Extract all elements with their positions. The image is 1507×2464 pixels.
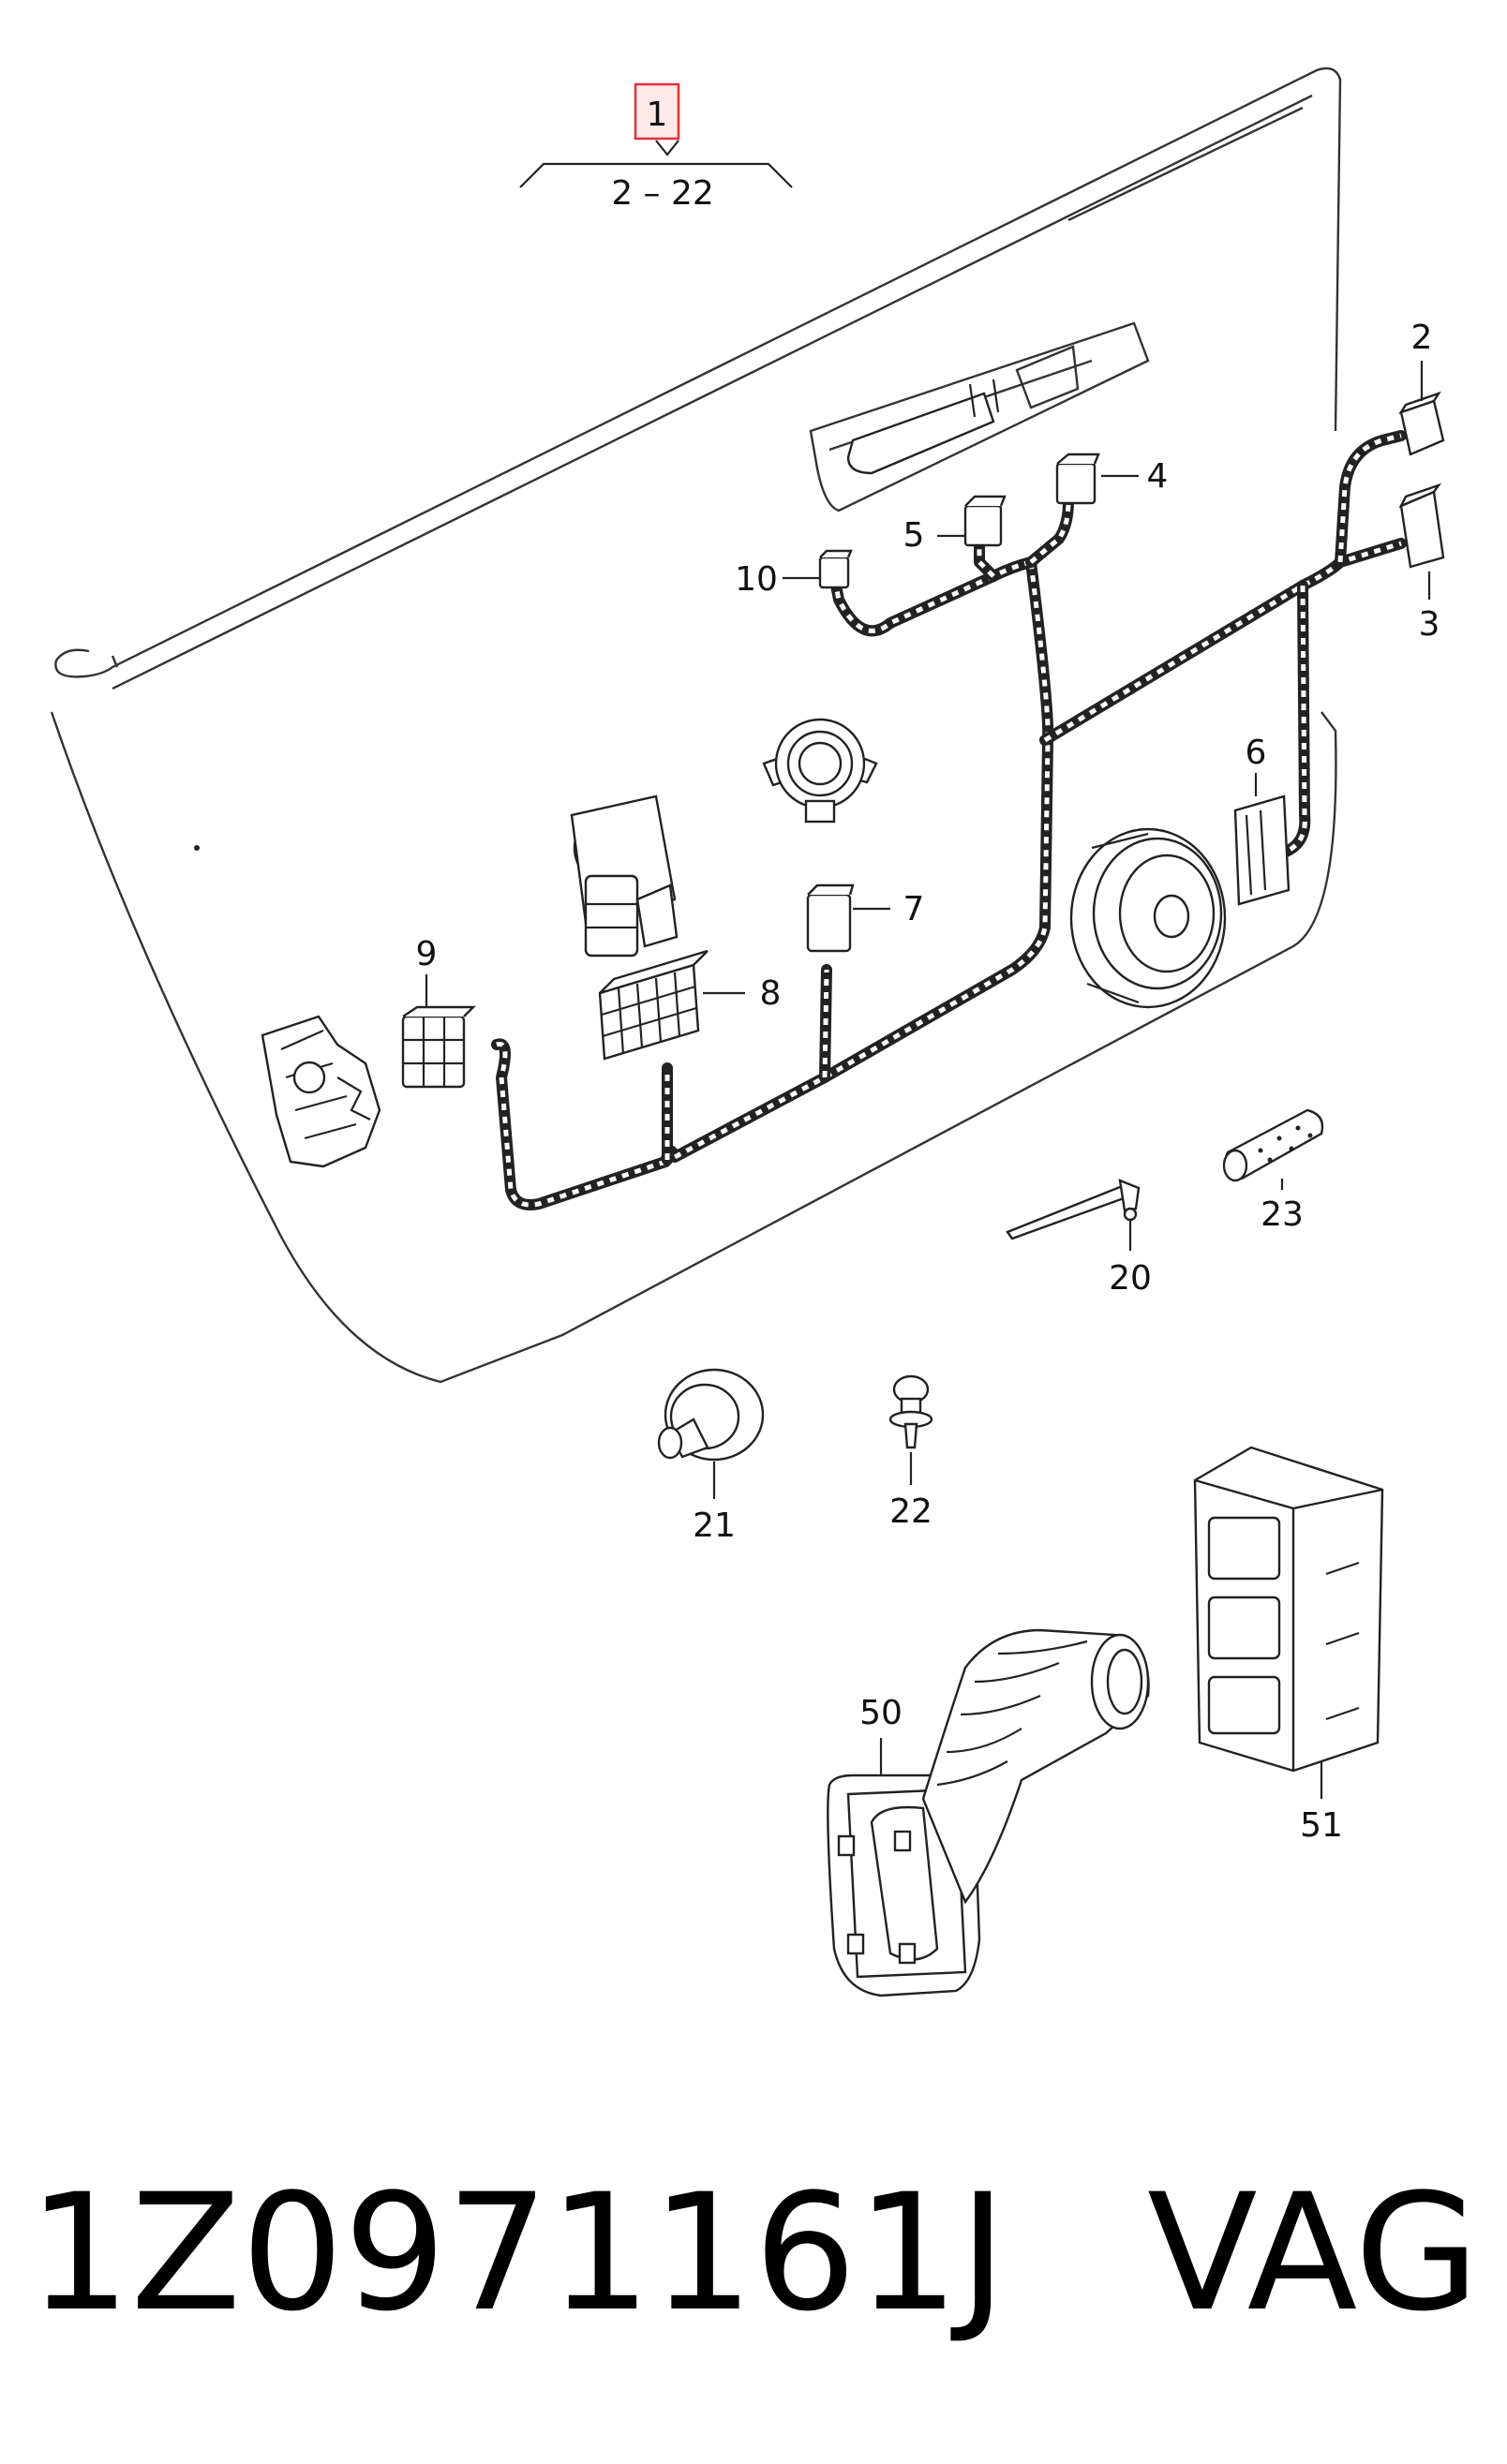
callout-10: 10 [735,560,778,599]
clip [888,1374,933,1449]
wiring-harness [491,430,1407,1210]
bellows-grommet [827,1628,1150,1997]
callout-6: 6 [1246,734,1267,772]
loudspeaker [1069,827,1227,1009]
window-motor [570,794,679,957]
cable-guide-block [1193,1446,1384,1773]
callout-51: 51 [1300,1806,1343,1845]
callout-8: 8 [760,974,782,1013]
callout-2: 2 [1411,319,1433,357]
main-part-highlight-box [634,82,680,141]
callout-4: 4 [1147,457,1169,496]
exploded-parts-diagram: 1 2 – 22 2 3 4 5 6 7 8 9 10 20 21 22 23 … [50,67,1445,1997]
callout-5: 5 [903,516,925,555]
callout-21: 21 [693,1507,736,1545]
connector-4 [1055,453,1100,505]
grommet [657,1368,765,1462]
footer-caption: 1Z0971161J VAG [28,2145,1480,2361]
door-panel-outline [50,67,1342,1384]
callout-50: 50 [859,1694,903,1732]
main-part-number: 1 [647,96,668,134]
connector-9 [401,1005,476,1089]
connector-3 [1398,482,1445,569]
callout-7: 7 [903,890,925,928]
door-handle-recess [809,321,1150,512]
footer-brand: VAG [1147,2159,1480,2347]
callout-23: 23 [1261,1195,1304,1234]
callout-3: 3 [1419,605,1440,644]
callout-20: 20 [1109,1259,1152,1298]
leader-lines [425,140,1431,1799]
door-lock [261,1015,381,1168]
cable-tie [1006,1179,1141,1240]
foam-sleeve [1222,1108,1324,1182]
callout-9: 9 [416,935,438,973]
tweeter-speaker [762,718,878,824]
connector-5 [963,495,1007,547]
connector-7 [806,883,855,953]
callout-22: 22 [889,1492,933,1531]
connector-2 [1398,391,1445,456]
main-part-range: 2 – 22 [611,174,714,213]
connector-10 [818,549,853,589]
connector-8 [598,949,709,1061]
footer-part-number: 1Z0971161J [28,2159,1007,2347]
connector-6 [1233,794,1291,906]
